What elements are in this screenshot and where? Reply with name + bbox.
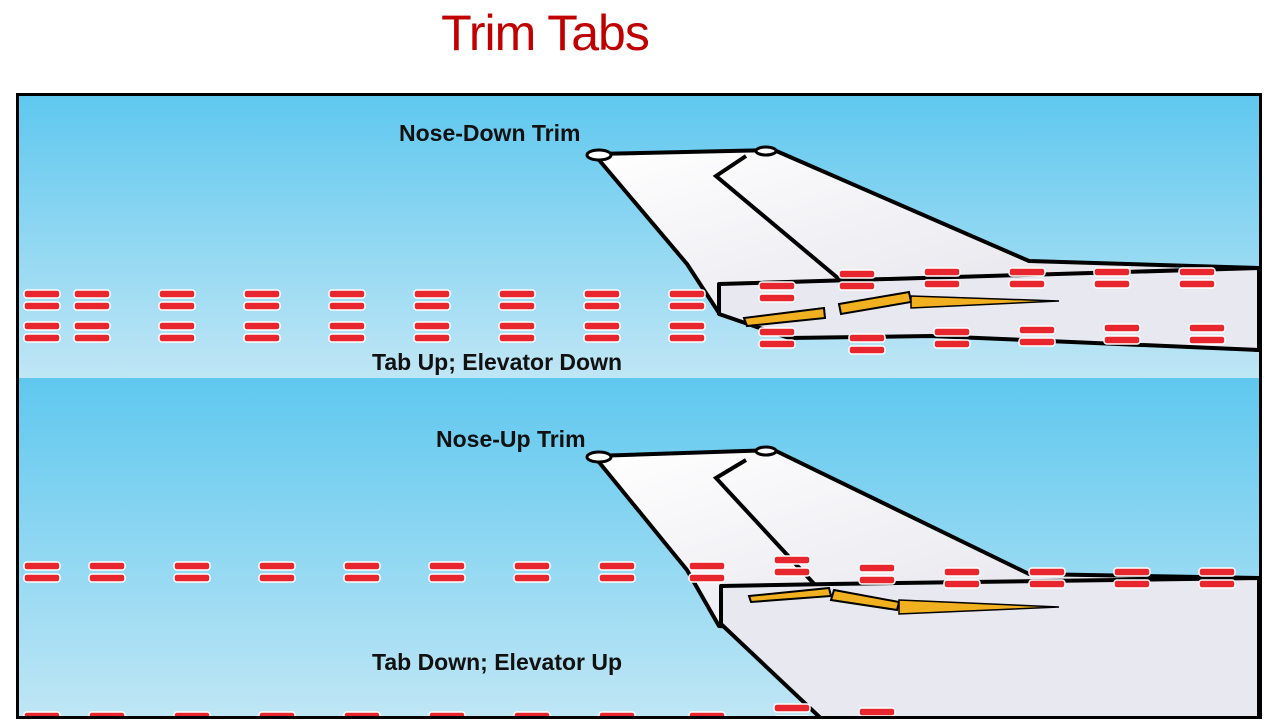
panel-heading-nose-down: Nose-Down Trim [399,120,580,146]
panel-caption-tab-down: Tab Down; Elevator Up [372,649,622,675]
trim-tab-down [747,586,1060,615]
trim-tab-up [742,290,1060,328]
trim-tab-diagram: Nose-Down Trim Tab Up; Elevator Down [16,93,1262,719]
elevator-deflected-up [719,576,1259,716]
panel-nose-down: Nose-Down Trim Tab Up; Elevator Down [19,96,1259,378]
elevator-deflected-down [717,266,1259,352]
panel-nose-up: Nose-Up Trim Tab Down; Elevator Up [19,378,1259,716]
panel-heading-nose-up: Nose-Up Trim [436,426,586,452]
slide-title: Trim Tabs [441,5,650,61]
panel-caption-tab-up: Tab Up; Elevator Down [372,349,622,375]
